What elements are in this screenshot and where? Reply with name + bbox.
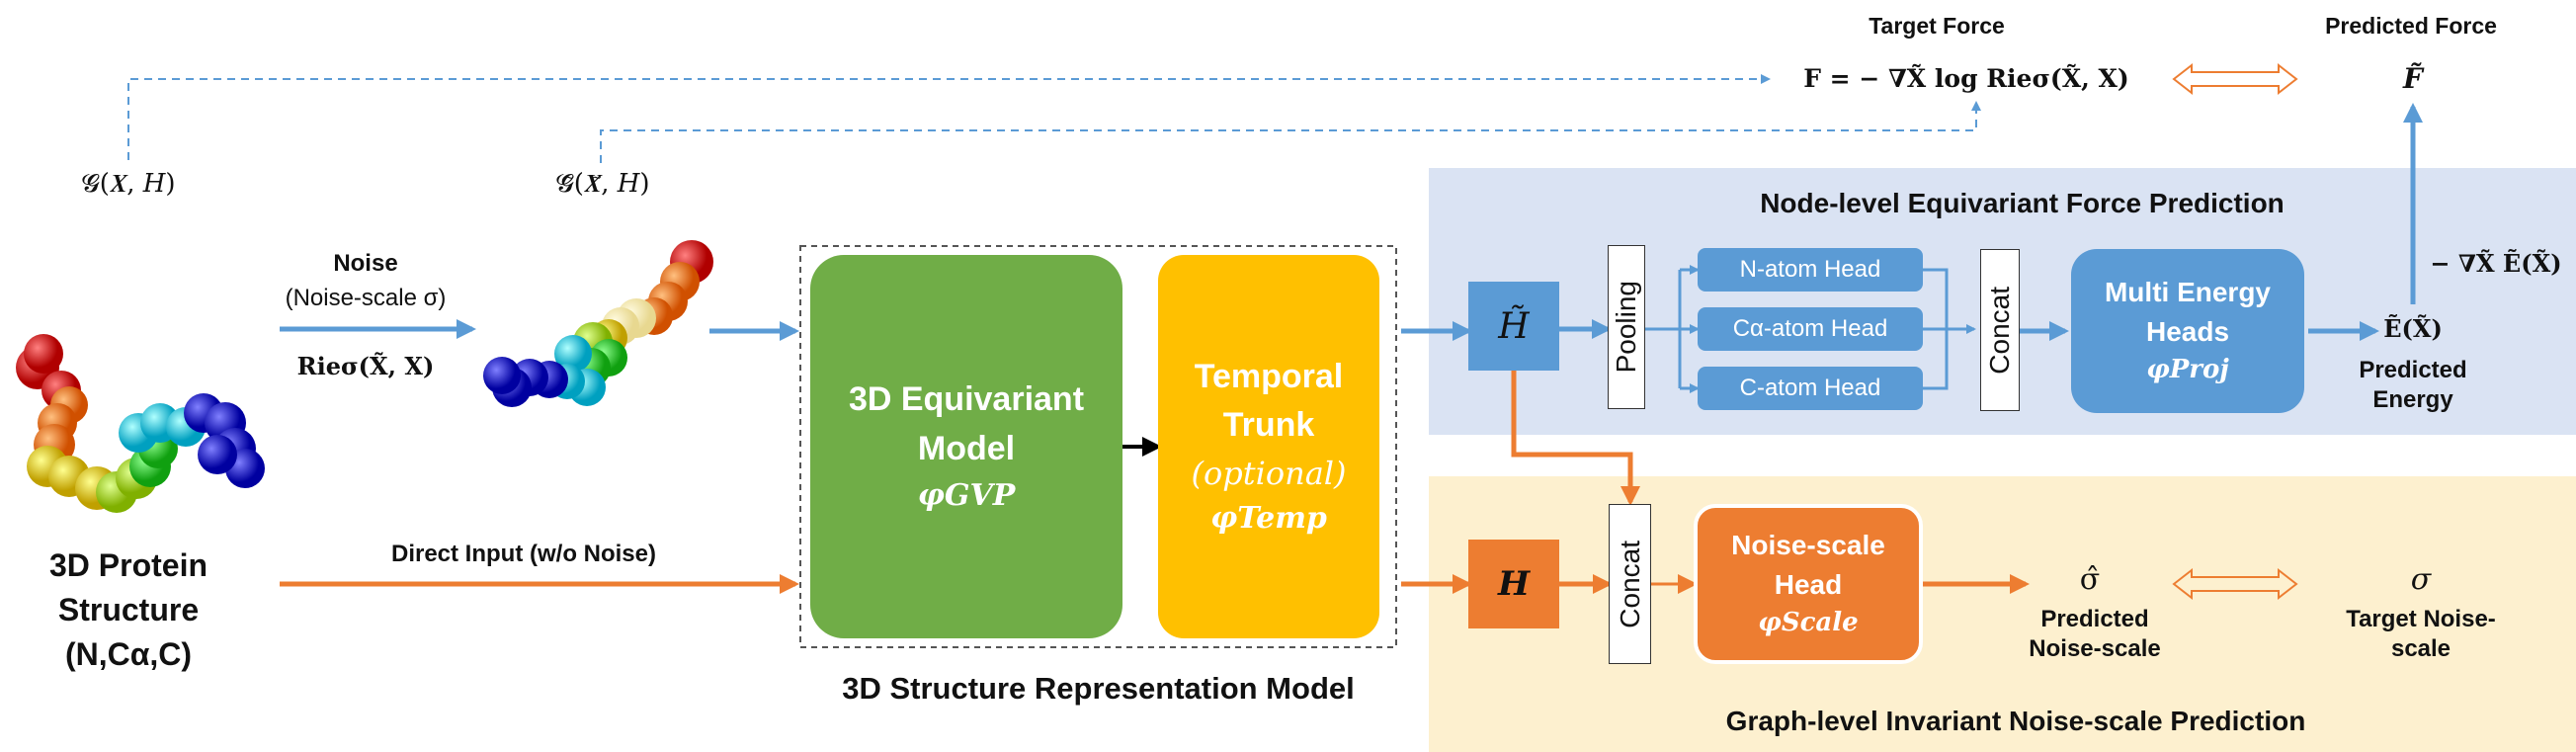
target-label-line2: scale [2390, 635, 2451, 662]
noisy-graph-label: 𝓖̃(𝑿̃, 𝐻) [555, 169, 650, 199]
noise-title: Noise [333, 250, 398, 277]
protein-title-line3: (N,Cα,C) [64, 635, 193, 672]
h-tilde-box: H̃ [1468, 282, 1559, 371]
temporal-symbol: φTemp [1210, 500, 1327, 536]
noise-head-symbol: φScale [1758, 607, 1859, 637]
pred-label-line2: Noise-scale [2029, 635, 2161, 662]
predicted-force-symbol: F̃ [2403, 62, 2423, 95]
equivariant-model-box: 3D Equivariant Model φGVP [810, 255, 1122, 638]
predicted-sigma-symbol: σ̂ [2079, 562, 2101, 597]
c-atom-head: C-atom Head [1698, 367, 1923, 410]
ca-atom-head: Cα-atom Head [1698, 307, 1923, 351]
protein-title-line2: Structure [57, 591, 200, 627]
target-noise-scale-label: Target Noise- scale [2332, 605, 2510, 664]
protein-title: 3D Protein Structure (N,Cα,C) [20, 543, 237, 676]
multi-energy-symbol: φProj [2146, 354, 2229, 384]
noisy-graph-to-target-dashed-arrow [600, 101, 1981, 163]
noise-scale-label: (Noise-scale σ) [285, 285, 447, 311]
graph-label: 𝓖(𝑿, 𝐻) [81, 169, 176, 199]
noise-rie-label: Rieσ(X̃, X) [296, 352, 435, 380]
equivariant-line2: Model [917, 429, 1016, 467]
target-sigma-symbol: σ [2410, 562, 2432, 597]
htilde-to-noise-concat-arrow [1511, 371, 1640, 506]
multi-energy-line1: Multi Energy [2104, 277, 2271, 308]
target-label-line1: Target Noise- [2346, 606, 2496, 632]
force-concat-label: Concat [1984, 286, 2015, 375]
noise-concat-box: Concat [1609, 504, 1651, 664]
predicted-energy-label: Predicted Energy [2344, 356, 2482, 415]
noise-comparison-double-arrow [2172, 567, 2298, 601]
noise-head-line2: Head [1774, 568, 1843, 600]
noise-scale-head-box: Noise-scale Head φScale [1694, 504, 1923, 664]
protein-title-line1: 3D Protein [48, 547, 208, 583]
noise-panel-title: Graph-level Invariant Noise-scale Predic… [1725, 706, 2306, 736]
temporal-line1: Temporal [1194, 358, 1344, 395]
energy-label-line1: Predicted [2359, 357, 2467, 383]
predicted-force-title: Predicted Force [2325, 13, 2497, 39]
pooling-label: Pooling [1611, 281, 1641, 374]
target-force-title: Target Force [1869, 13, 2005, 39]
representation-model-boundary [799, 245, 1397, 648]
energy-label-line2: Energy [2372, 386, 2453, 413]
equivariant-line1: 3D Equivariant [848, 380, 1085, 419]
energy-gradient-label: − ∇X̃ Ẽ(X̃) [2430, 249, 2562, 278]
pooling-box: Pooling [1608, 245, 1645, 409]
temporal-line2: Trunk [1222, 406, 1315, 445]
representation-model-caption: 3D Structure Representation Model [842, 671, 1355, 706]
noise-concat-label: Concat [1614, 540, 1645, 628]
target-force-formula: F = − ∇X̃ log Rieσ(X̃, X) [1803, 64, 2129, 93]
h-box: H [1468, 540, 1559, 628]
force-comparison-double-arrow [2172, 62, 2298, 96]
pred-label-line1: Predicted [2040, 606, 2149, 632]
multi-energy-heads-box: Multi Energy Heads φProj [2071, 249, 2304, 413]
multi-energy-line2: Heads [2145, 315, 2230, 347]
graph-to-target-dashed-arrow [127, 74, 1771, 160]
direct-input-label: Direct Input (w/o Noise) [390, 541, 656, 567]
protein-structure-image [16, 334, 265, 513]
force-concat-box: Concat [1980, 249, 2020, 411]
n-atom-head: N-atom Head [1698, 248, 1923, 292]
temporal-trunk-box: Temporal Trunk (optional) φTemp [1158, 255, 1379, 638]
force-panel-title: Node-level Equivariant Force Prediction [1760, 188, 2285, 218]
equivariant-symbol: φGVP [917, 477, 1016, 513]
noise-head-line1: Noise-scale [1731, 530, 1885, 561]
temporal-optional: (optional) [1191, 454, 1347, 492]
noisy-protein-structure-image [483, 240, 713, 407]
energy-symbol: Ẽ(X̃) [2383, 314, 2443, 343]
predicted-noise-scale-label: Predicted Noise-scale [2011, 605, 2179, 664]
